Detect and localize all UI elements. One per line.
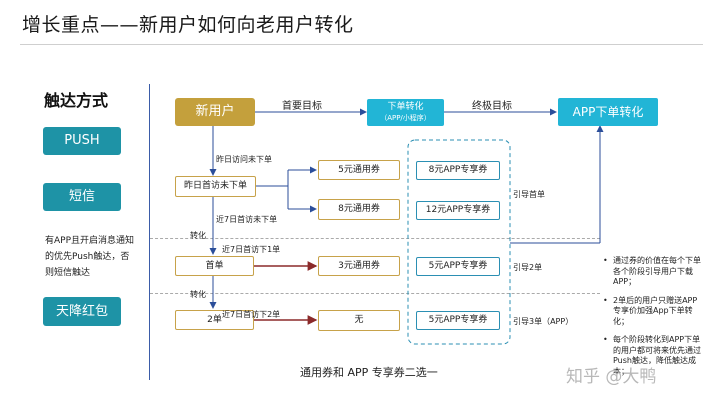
stage-divider-1 <box>150 238 600 239</box>
final-goal-label: 终极目标 <box>472 101 512 112</box>
new-user-box: 新用户 <box>175 98 255 126</box>
channel-note: 有APP且开启消息通知的优先Push触达，否则短信触达 <box>45 236 135 278</box>
diagram-caption: 通用券和 APP 专享券二选一 <box>300 366 438 379</box>
sms-button[interactable]: 短信 <box>43 183 121 211</box>
app-coupon-12-box: 12元APP专享券 <box>416 201 500 220</box>
red-packet-button[interactable]: 天降红包 <box>43 297 121 326</box>
second-order-box: 2单 <box>175 310 254 330</box>
recent7-one-order-label: 近7日首访下1单 <box>222 245 281 254</box>
push-button[interactable]: PUSH <box>43 127 121 155</box>
convert-label-2: 转化 <box>190 290 206 299</box>
app-conversion-box: APP下单转化 <box>558 98 658 126</box>
guide-third-label: 引导3单（APP） <box>513 317 574 326</box>
recent7-no-order-label: 近7日首访未下单 <box>216 215 278 224</box>
order-conversion-channel: （APP/小程序） <box>380 114 431 122</box>
strategy-note: •通过券的价值在每个下单各个阶段引导用户下载APP； <box>603 256 701 286</box>
coupon-8-box: 8元通用券 <box>318 199 400 220</box>
yesterday-first-visit-box: 昨日首访未下单 <box>175 176 256 197</box>
coupon-5-box: 5元通用券 <box>318 160 400 180</box>
app-coupon-5-box-b: 5元APP专享券 <box>416 311 500 330</box>
primary-goal-label: 首要目标 <box>282 101 322 112</box>
app-coupon-8-box: 8元APP专享券 <box>416 161 500 180</box>
yesterday-visit-label: 昨日访问未下单 <box>216 155 272 164</box>
page-title: 增长重点——新用户如何向老用户转化 <box>22 14 354 36</box>
recent7-two-order-label: 近7日首访下2单 <box>222 310 281 319</box>
stage-divider-2 <box>150 293 600 294</box>
strategy-note: •每个阶段转化到APP下单的用户都可将来优先通过Push触达，降低触达成本； <box>603 335 701 376</box>
strategy-notes: •通过券的价值在每个下单各个阶段引导用户下载APP； •2单后的用户只赠送APP… <box>603 256 701 385</box>
watermark: 知乎 @大鸭 <box>566 367 657 387</box>
title-divider <box>20 44 703 45</box>
guide-first-label: 引导首单 <box>513 190 545 199</box>
convert-label-1: 转化 <box>190 231 206 240</box>
strategy-note: •2单后的用户只赠送APP专享价加强App下单转化； <box>603 295 698 326</box>
order-conversion-box: 下单转化 （APP/小程序） <box>367 99 444 126</box>
order-conversion-title: 下单转化 <box>387 102 424 112</box>
guide-second-label: 引导2单 <box>513 263 543 272</box>
first-order-box: 首单 <box>175 256 254 276</box>
no-coupon-box: 无 <box>318 310 400 331</box>
channel-separator <box>149 84 150 380</box>
app-coupon-5-box-a: 5元APP专享券 <box>416 257 500 276</box>
coupon-3-box: 3元通用券 <box>318 256 400 276</box>
channels-heading: 触达方式 <box>44 91 109 110</box>
